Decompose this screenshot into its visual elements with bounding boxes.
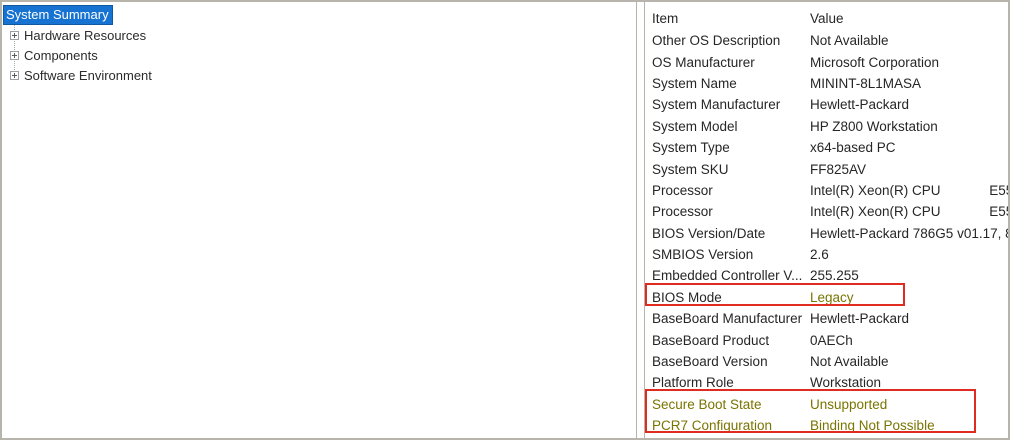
item-cell: System SKU bbox=[652, 161, 729, 177]
item-cell: Other OS Description bbox=[652, 33, 781, 49]
value-cell: MININT-8L1MASA bbox=[810, 75, 922, 91]
details-header-row: Item Value bbox=[645, 6, 1008, 30]
table-row[interactable]: SMBIOS Version 2.6 bbox=[645, 244, 1008, 265]
tree-item-system-summary[interactable]: System Summary bbox=[2, 4, 636, 25]
table-row[interactable]: Platform Role Workstation bbox=[645, 372, 1008, 393]
value-cell: Hewlett-Packard bbox=[810, 97, 910, 113]
expand-plus-icon[interactable] bbox=[10, 50, 19, 60]
item-cell: Processor bbox=[652, 204, 713, 220]
value-cell: Not Available bbox=[810, 354, 889, 370]
item-cell: Processor bbox=[652, 182, 713, 198]
item-cell: Platform Role bbox=[652, 375, 734, 391]
tree-item-label: Components bbox=[24, 47, 98, 63]
value-cell: HP Z800 Workstation bbox=[810, 118, 938, 134]
table-row[interactable]: System Type x64-based PC bbox=[645, 137, 1008, 158]
value-cell: Not Available bbox=[810, 33, 889, 49]
value-cell: 0AECh bbox=[810, 332, 853, 348]
column-header-item[interactable]: Item bbox=[652, 10, 679, 26]
item-cell: Embedded Controller V... bbox=[652, 268, 803, 284]
item-cell: BIOS Mode bbox=[652, 289, 722, 305]
details-pane: Item Value Other OS Description Not Avai… bbox=[644, 2, 1008, 438]
item-cell: BaseBoard Version bbox=[652, 354, 768, 370]
value-cell: Legacy bbox=[810, 289, 854, 305]
value-cell: FF825AV bbox=[810, 161, 867, 177]
table-row[interactable]: System SKU FF825AV bbox=[645, 158, 1008, 179]
table-row[interactable]: Processor Intel(R) Xeon(R) CPU E5506 bbox=[645, 201, 1008, 222]
value-cell: Binding Not Possible bbox=[810, 418, 935, 434]
tree-connector-line bbox=[14, 18, 15, 78]
item-cell: System Manufacturer bbox=[652, 97, 781, 113]
item-cell: System Type bbox=[652, 140, 730, 156]
table-row-secure-boot-state[interactable]: Secure Boot State Unsupported bbox=[645, 394, 1008, 415]
table-row[interactable]: System Name MININT-8L1MASA bbox=[645, 73, 1008, 94]
table-row[interactable]: BaseBoard Product 0AECh bbox=[645, 329, 1008, 350]
table-row[interactable]: Embedded Controller V... 255.255 bbox=[645, 265, 1008, 286]
tree-item-label: Hardware Resources bbox=[24, 27, 147, 43]
expand-plus-icon[interactable] bbox=[10, 70, 19, 80]
table-row[interactable]: OS Manufacturer Microsoft Corporation bbox=[645, 51, 1008, 72]
table-row-bios-mode[interactable]: BIOS Mode Legacy bbox=[645, 287, 1008, 308]
value-cell: Intel(R) Xeon(R) CPU E5506 bbox=[810, 182, 1008, 198]
tree-item-label: Software Environment bbox=[24, 67, 152, 83]
table-row[interactable]: Other OS Description Not Available bbox=[645, 30, 1008, 51]
tree-item-label: System Summary bbox=[3, 4, 113, 25]
value-cell: 255.255 bbox=[810, 268, 859, 284]
item-cell: SMBIOS Version bbox=[652, 247, 754, 263]
tree-item-components[interactable]: Components bbox=[2, 45, 636, 65]
value-cell: 2.6 bbox=[810, 247, 829, 263]
item-cell: System Name bbox=[652, 75, 737, 91]
item-cell: OS Manufacturer bbox=[652, 54, 755, 70]
value-cell: Microsoft Corporation bbox=[810, 54, 940, 70]
column-header-value[interactable]: Value bbox=[810, 10, 844, 26]
tree-item-hardware-resources[interactable]: Hardware Resources bbox=[2, 25, 636, 45]
value-cell: Hewlett-Packard 786G5 v01.17, 8/ bbox=[810, 225, 1008, 241]
table-row[interactable]: BIOS Version/Date Hewlett-Packard 786G5 … bbox=[645, 223, 1008, 244]
table-row[interactable]: BaseBoard Version Not Available bbox=[645, 351, 1008, 372]
value-cell: Hewlett-Packard bbox=[810, 311, 910, 327]
table-row[interactable]: Processor Intel(R) Xeon(R) CPU E5506 bbox=[645, 180, 1008, 201]
value-cell: Unsupported bbox=[810, 396, 888, 412]
item-cell: Secure Boot State bbox=[652, 396, 762, 412]
value-cell: Intel(R) Xeon(R) CPU E5506 bbox=[810, 204, 1008, 220]
item-cell: PCR7 Configuration bbox=[652, 418, 773, 434]
tree-item-software-environment[interactable]: Software Environment bbox=[2, 65, 636, 85]
value-cell: Workstation bbox=[810, 375, 882, 391]
table-row[interactable]: System Model HP Z800 Workstation bbox=[645, 116, 1008, 137]
table-row[interactable]: BaseBoard Manufacturer Hewlett-Packard bbox=[645, 308, 1008, 329]
table-row-pcr7-configuration[interactable]: PCR7 Configuration Binding Not Possible bbox=[645, 415, 1008, 436]
item-cell: BaseBoard Product bbox=[652, 332, 770, 348]
table-row[interactable]: System Manufacturer Hewlett-Packard bbox=[645, 94, 1008, 115]
category-tree-pane: System Summary Hardware Resources Compon… bbox=[2, 2, 637, 438]
item-cell: System Model bbox=[652, 118, 738, 134]
item-cell: BIOS Version/Date bbox=[652, 225, 766, 241]
category-tree: System Summary Hardware Resources Compon… bbox=[2, 2, 636, 85]
value-cell: x64-based PC bbox=[810, 140, 896, 156]
expand-plus-icon[interactable] bbox=[10, 30, 19, 40]
item-cell: BaseBoard Manufacturer bbox=[652, 311, 803, 327]
